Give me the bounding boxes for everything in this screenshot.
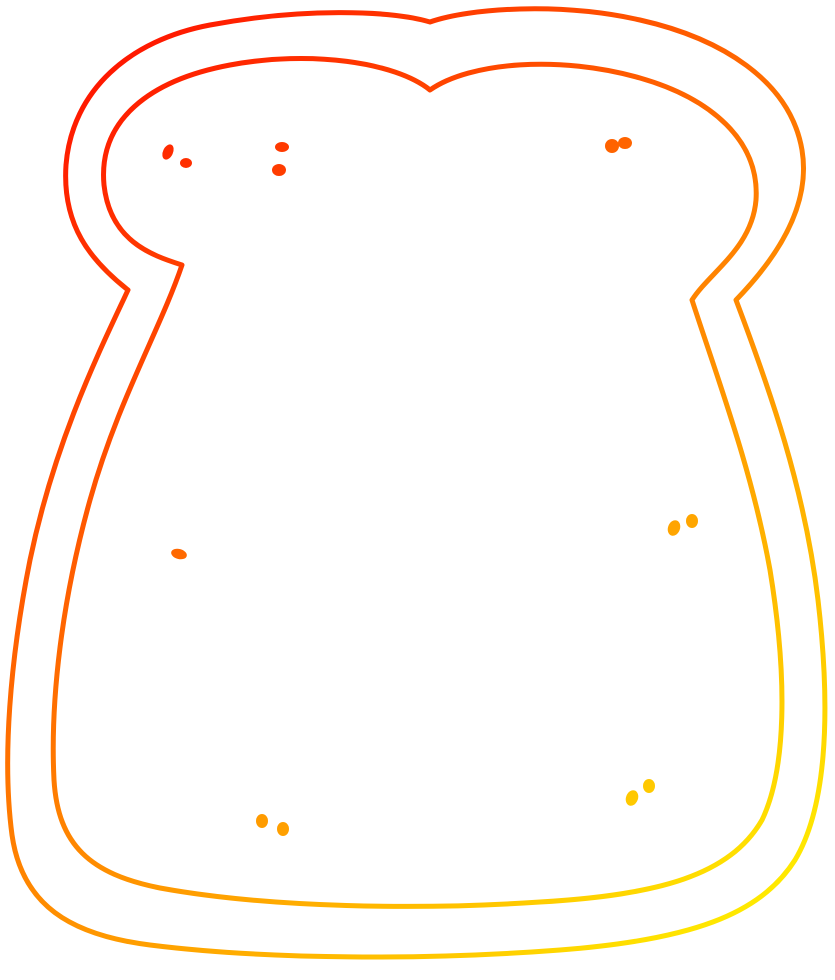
speckle bbox=[162, 144, 174, 160]
speckle bbox=[686, 514, 698, 528]
speckle bbox=[667, 520, 681, 536]
bread-speckles bbox=[162, 137, 698, 836]
inner-slice-outline bbox=[50, 56, 785, 909]
speckle bbox=[643, 779, 655, 793]
speckle bbox=[275, 142, 289, 152]
speckle bbox=[171, 548, 187, 560]
speckle bbox=[180, 158, 192, 168]
speckle bbox=[625, 790, 639, 806]
speckle bbox=[605, 139, 619, 153]
speckle bbox=[256, 814, 268, 828]
speckle bbox=[618, 137, 632, 149]
speckle bbox=[272, 164, 286, 176]
speckle bbox=[277, 822, 289, 836]
